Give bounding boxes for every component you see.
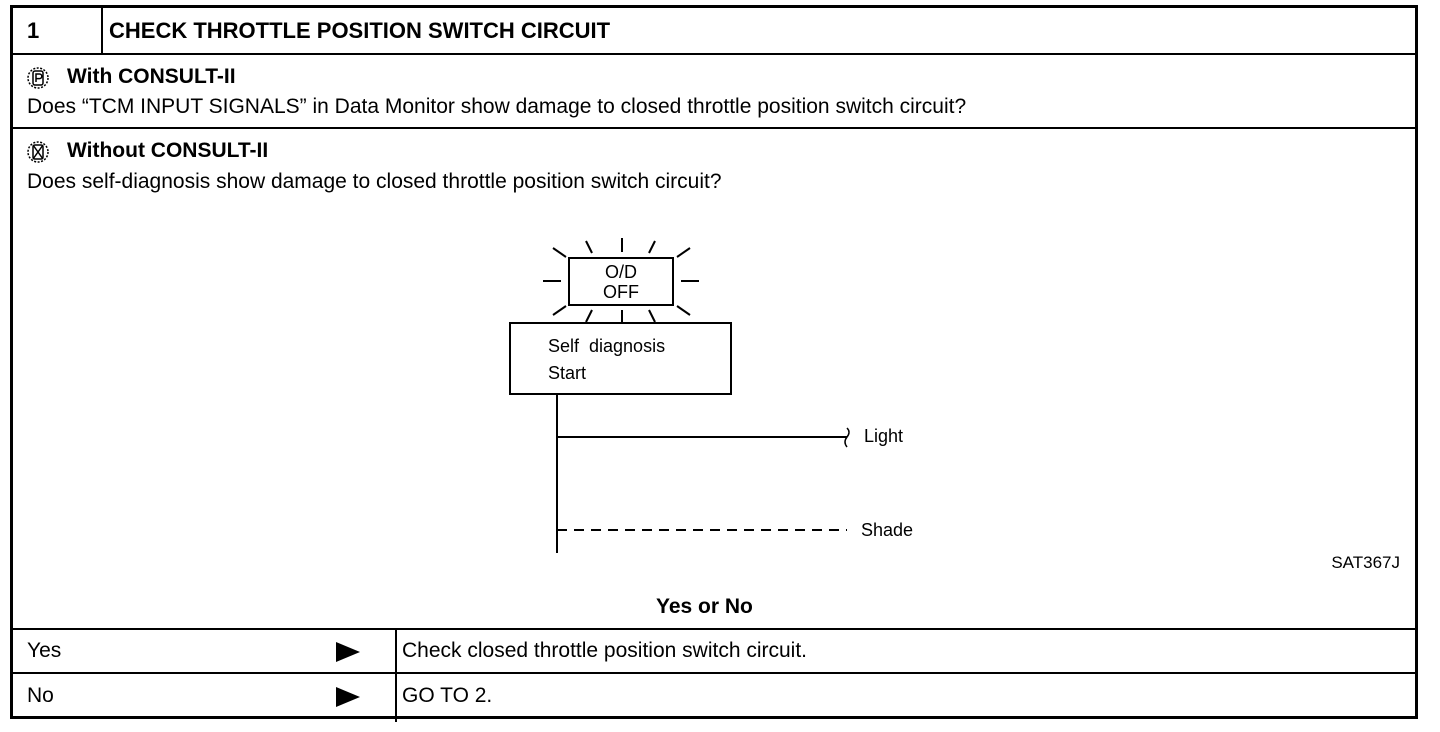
answer-yes-label: Yes: [27, 639, 62, 662]
figure-code: SAT367J: [1331, 553, 1400, 572]
self-diagnosis-box: [509, 322, 732, 395]
step-number-divider: [101, 8, 103, 53]
without-consult-heading: Without CONSULT-II: [67, 139, 269, 162]
answer-no-label: No: [27, 684, 54, 707]
indicator-line1: O/D: [605, 262, 637, 282]
box-line2: Start: [548, 363, 586, 383]
box-line1: Self diagnosis: [548, 336, 665, 356]
answer-yes-action: Check closed throttle position switch ci…: [402, 639, 807, 662]
light-signal-break: [844, 427, 850, 448]
light-label: Light: [864, 426, 903, 446]
self-diagnosis-diagram: O/D OFF Self diagnosis Start Light Shade…: [509, 238, 1400, 572]
shade-label: Shade: [861, 520, 913, 540]
step-number: 1: [27, 18, 40, 43]
answer-divider: [13, 672, 1415, 674]
indicator-line2: OFF: [603, 282, 639, 302]
indicator-light-rays: [543, 238, 699, 324]
yes-no-prompt: Yes or No: [656, 595, 753, 618]
with-consult-divider: [13, 127, 1415, 129]
procedure-table: 1 CHECK THROTTLE POSITION SWITCH CIRCUIT…: [10, 5, 1418, 722]
with-consult-heading: With CONSULT-II: [67, 65, 236, 88]
step-title: CHECK THROTTLE POSITION SWITCH CIRCUIT: [109, 18, 611, 43]
no-consult-tool-icon: [27, 141, 49, 163]
consult-tool-icon: [27, 67, 49, 89]
no-arrow-icon: [336, 687, 360, 707]
od-off-indicator: [568, 257, 674, 306]
prompt-divider: [13, 628, 1415, 630]
with-consult-question: Does “TCM INPUT SIGNALS” in Data Monitor…: [27, 95, 967, 118]
without-consult-question: Does self-diagnosis show damage to close…: [27, 170, 722, 193]
answer-column-divider: [395, 628, 397, 722]
header-divider: [13, 53, 1415, 55]
yes-arrow-icon: [336, 642, 360, 662]
answer-no-action: GO TO 2.: [402, 684, 493, 707]
